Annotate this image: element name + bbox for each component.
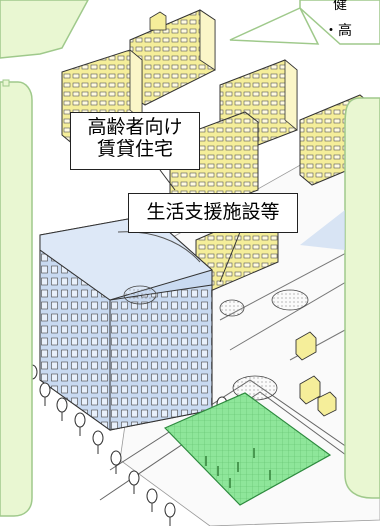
living-support-building — [39, 214, 214, 431]
living-support-label: 生活支援施設等 — [128, 193, 298, 233]
elderly-housing-label-line1: 高齢者向け — [87, 116, 183, 138]
right-callout-bubble — [300, 97, 380, 499]
left-callout-bubble — [0, 0, 89, 517]
elderly-housing-label-line2: 賃貸住宅 — [96, 137, 173, 160]
park — [163, 392, 332, 506]
elderly-housing-label: 高齢者向け 賃貸住宅 — [70, 112, 200, 170]
top-callout-bubble — [229, 0, 380, 45]
label-pointers — [159, 169, 241, 283]
top-callout-text-line2: ・高 — [324, 23, 352, 39]
top-callout-text-line1: 健 — [333, 0, 347, 13]
